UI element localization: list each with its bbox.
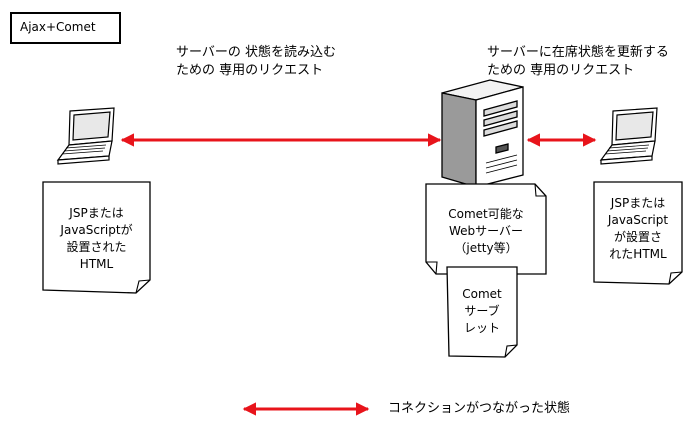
right-note-line: が設置さ <box>613 230 662 244</box>
title-label: Ajax+Comet <box>20 20 96 34</box>
left-html-note: JSPまたは JavaScriptが 設置された HTML <box>43 205 150 273</box>
left-note-line: 設置された <box>66 240 127 254</box>
right-note-line: れたHTML <box>609 247 667 261</box>
right-caption-line-1: サーバーに在席状態を更新する <box>487 45 669 60</box>
server-note-line: Webサーバー <box>448 224 524 238</box>
left-request-caption: サーバーの 状態を読み込む ための 専用のリクエスト <box>176 44 336 80</box>
server-note-line: Comet可能な <box>448 207 524 221</box>
servlet-note: Comet サーブ レット <box>449 286 515 337</box>
web-server-note: Comet可能な Webサーバー （jetty等） <box>428 206 544 257</box>
right-html-note: JSPまたは JavaScript が設置さ れたHTML <box>594 195 682 263</box>
servlet-note-shape <box>446 266 518 358</box>
left-note-line: JSPまたは <box>69 206 124 220</box>
left-caption-line-1: サーバーの 状態を読み込む <box>176 45 337 60</box>
left-note-line: HTML <box>79 257 114 271</box>
right-note-line: JSPまたは <box>610 196 666 210</box>
web-server-tower-icon <box>441 79 524 188</box>
left-note-line: JavaScriptが <box>60 223 133 237</box>
client-laptop-icon-right <box>599 107 658 165</box>
title-box: Ajax+Comet <box>10 12 121 44</box>
server-note-line: （jetty等） <box>454 241 518 255</box>
client-laptop-icon-left <box>56 107 115 165</box>
servlet-note-line: レット <box>463 321 500 335</box>
right-html-note-shape <box>593 181 683 285</box>
servlet-note-line: Comet <box>462 287 502 301</box>
right-caption-line-2: ための 専用のリクエスト <box>487 63 635 78</box>
legend-label: コネクションがつながった状態 <box>388 401 571 416</box>
servlet-note-line: サーブ <box>464 304 500 318</box>
right-request-caption: サーバーに在席状態を更新する ための 専用のリクエスト <box>487 44 669 80</box>
right-note-line: JavaScript <box>607 213 669 227</box>
left-caption-line-2: ための 専用のリクエスト <box>176 63 324 78</box>
left-html-note-shape <box>42 181 151 294</box>
